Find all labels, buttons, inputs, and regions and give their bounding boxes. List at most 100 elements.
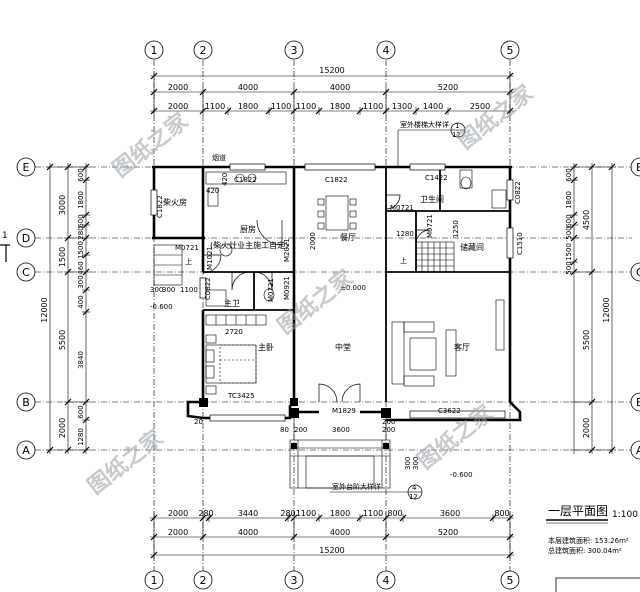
dim-bottom-row1: 800 xyxy=(494,509,509,518)
dim-small: 80 xyxy=(280,426,289,434)
dim-bottom-total: 15200 xyxy=(319,546,344,555)
code-window: C0822 xyxy=(204,277,212,300)
dim-left-total: 12000 xyxy=(40,297,49,322)
dim-right-inner: 500 xyxy=(565,261,573,274)
dim-left-inner: 460 xyxy=(77,261,85,274)
dim-left-inner: 300 xyxy=(77,275,85,288)
watermark: 图纸之家 xyxy=(83,424,169,499)
dim-top-row3: 1100 xyxy=(363,102,383,111)
dim-bottom-row1: 1800 xyxy=(330,509,350,518)
callout-ref-num: 4 xyxy=(412,484,417,492)
dim-small: 300 xyxy=(412,457,420,470)
axis-label-top-4: 4 xyxy=(383,44,390,57)
axis-label-right-A: A xyxy=(636,444,640,457)
axis-label-left-A: A xyxy=(22,444,30,457)
code-door: M0721 xyxy=(175,244,199,252)
code-door: M0721 xyxy=(426,214,434,238)
axis-label-right-B: B xyxy=(636,396,640,409)
axis-bubbles-bottom xyxy=(144,570,520,590)
dim-small: 1250 xyxy=(452,220,460,238)
firewood-steps xyxy=(153,244,183,286)
code-door: M0721 xyxy=(390,204,414,212)
top-dimension-ticks xyxy=(150,72,514,115)
watermark: 图纸之家 xyxy=(453,79,539,154)
code-window: C1822 xyxy=(156,195,164,218)
drawing-scale: 1:100 xyxy=(612,510,638,520)
axis-label-top-3: 3 xyxy=(291,44,298,57)
code-window: C1422 xyxy=(425,174,448,182)
callout-note-bottom: 室外台阶大样详 xyxy=(332,482,381,491)
dim-top-row2: 5200 xyxy=(438,83,458,92)
room-toilet: 卫生间 xyxy=(420,194,444,204)
dim-left-inner: 1800 xyxy=(77,191,85,209)
interior-stairs xyxy=(415,241,455,273)
section-mark-label: 1 xyxy=(2,231,8,241)
axis-label-top-5: 5 xyxy=(507,44,514,57)
dim-small: 2720 xyxy=(225,328,243,336)
level-outside: -0.600 xyxy=(450,471,473,479)
dim-small: 200 xyxy=(382,418,395,426)
dim-bottom-row1: 3600 xyxy=(440,509,460,518)
wardrobe xyxy=(205,314,267,326)
dim-right-outer: 2000 xyxy=(582,418,591,438)
dim-top-row3: 1300 xyxy=(392,102,412,111)
left-dimension-ticks xyxy=(46,163,90,454)
dim-left-inner: 600 xyxy=(77,168,85,181)
floor-area: 本层建筑面积: 153.26m² xyxy=(548,536,629,545)
stair-up: 上 xyxy=(400,256,407,265)
section-mark xyxy=(0,244,10,262)
bed xyxy=(205,334,257,395)
dim-top-row2: 2000 xyxy=(168,83,188,92)
room-dining: 餐厅 xyxy=(340,233,356,242)
code-door: M1021 xyxy=(206,246,214,270)
dim-right-total: 12000 xyxy=(602,297,611,322)
axis-label-bottom-5: 5 xyxy=(507,574,514,587)
room-firewood: 柴火房 xyxy=(163,197,187,207)
dim-small: 420 xyxy=(206,187,219,195)
dim-right-inner: 500 xyxy=(565,226,573,239)
bath-fixtures xyxy=(205,169,507,307)
code-door: M0721 xyxy=(267,278,275,302)
dim-small: 200 xyxy=(294,426,307,434)
dim-small: 420 xyxy=(221,173,229,186)
watermark: 图纸之家 xyxy=(273,264,359,339)
dim-small: 1280 xyxy=(396,230,414,238)
code-door: M0921 xyxy=(283,276,291,300)
code-door: M2021 xyxy=(283,238,291,262)
dim-bottom-row2: 4000 xyxy=(238,528,258,537)
room-bath: 主卫 xyxy=(224,298,240,308)
axis-label-bottom-3: 3 xyxy=(291,574,298,587)
dim-right-outer: 5500 xyxy=(582,330,591,350)
dim-small: 300 xyxy=(162,286,175,294)
dim-left-outer: 3000 xyxy=(58,195,67,215)
dim-left-inner: 600 xyxy=(77,214,85,227)
dim-left-outer: 1500 xyxy=(58,247,67,267)
dim-small: 200 xyxy=(382,426,395,434)
dim-right-inner: 1800 xyxy=(565,191,573,209)
code-window: C1822 xyxy=(234,176,257,184)
dim-left-inner: 1500 xyxy=(77,241,85,259)
axis-grid-lines xyxy=(35,60,632,575)
dim-right-inner: 1500 xyxy=(565,243,573,261)
code-window: C0822 xyxy=(514,181,522,204)
room-living: 客厅 xyxy=(454,342,470,352)
dim-left-inner: 3840 xyxy=(77,351,85,369)
axis-label-right-C: C xyxy=(636,266,640,279)
dim-bottom-row1: 280 xyxy=(198,509,213,518)
axis-label-top-1: 1 xyxy=(151,44,158,57)
drawing-title: 一层平面图 xyxy=(548,504,608,518)
axis-label-left-E: E xyxy=(23,161,30,174)
code-window: C3622 xyxy=(438,407,461,415)
dim-top-row3: 1800 xyxy=(330,102,350,111)
dim-bottom-row1: 800 xyxy=(387,509,402,518)
dim-top-row3: 2500 xyxy=(470,102,490,111)
dim-small: 20 xyxy=(194,418,203,426)
code-window: C1510 xyxy=(516,232,524,255)
dim-top-row2: 4000 xyxy=(330,83,350,92)
room-kitchen: 厨房 xyxy=(240,224,256,234)
entrance-steps xyxy=(289,412,391,489)
dim-left-inner: 400 xyxy=(77,295,85,308)
level-main: ±0.000 xyxy=(340,284,366,292)
dim-left-inner: 600 xyxy=(77,405,85,418)
